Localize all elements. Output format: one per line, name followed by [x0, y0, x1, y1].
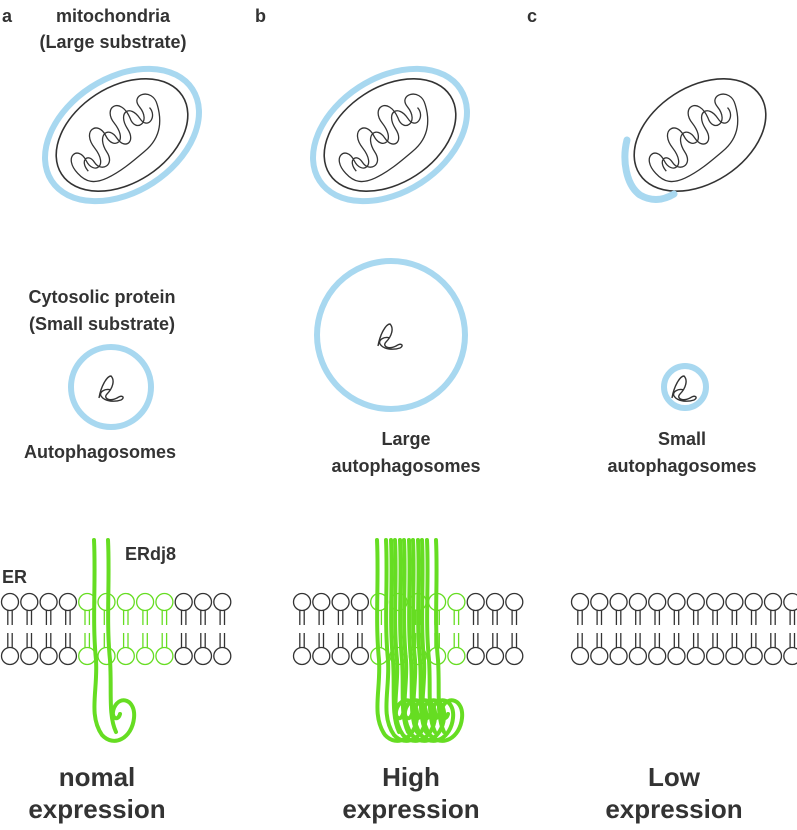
er-label: ER — [2, 567, 27, 587]
expr-label-a-1: nomal — [59, 762, 136, 792]
panel-c-letter: c — [527, 6, 537, 26]
expr-label-c-2: expression — [605, 794, 742, 824]
expr-label-c-1: Low — [648, 762, 701, 792]
auto-label-a: Autophagosomes — [24, 442, 176, 462]
erdj8-protein-b-high — [377, 540, 462, 741]
er-bilayer-c — [572, 594, 797, 665]
er-bilayer-a — [2, 594, 231, 665]
panel-a-letter: a — [2, 6, 13, 26]
auto-label-b-1: Large — [381, 429, 430, 449]
mitochondrion-b — [289, 41, 492, 228]
panel-b-letter: b — [255, 6, 266, 26]
expr-label-b-1: High — [382, 762, 440, 792]
auto-label-c-2: autophagosomes — [607, 456, 756, 476]
mito-label-2: (Large substrate) — [39, 32, 186, 52]
expr-label-b-2: expression — [342, 794, 479, 824]
autophagosome-b-large — [317, 261, 465, 409]
erdj8-label: ERdj8 — [125, 544, 176, 564]
autophagosome-c-small — [664, 366, 706, 408]
auto-label-b-2: autophagosomes — [331, 456, 480, 476]
cyto-label-1: Cytosolic protein — [28, 287, 175, 307]
auto-label-c-1: Small — [658, 429, 706, 449]
autophagosome-a — [71, 347, 151, 427]
mito-label-1: mitochondria — [56, 6, 171, 26]
expr-label-a-2: expression — [28, 794, 165, 824]
cyto-label-2: (Small substrate) — [29, 314, 175, 334]
mitochondrion-a — [21, 41, 224, 228]
